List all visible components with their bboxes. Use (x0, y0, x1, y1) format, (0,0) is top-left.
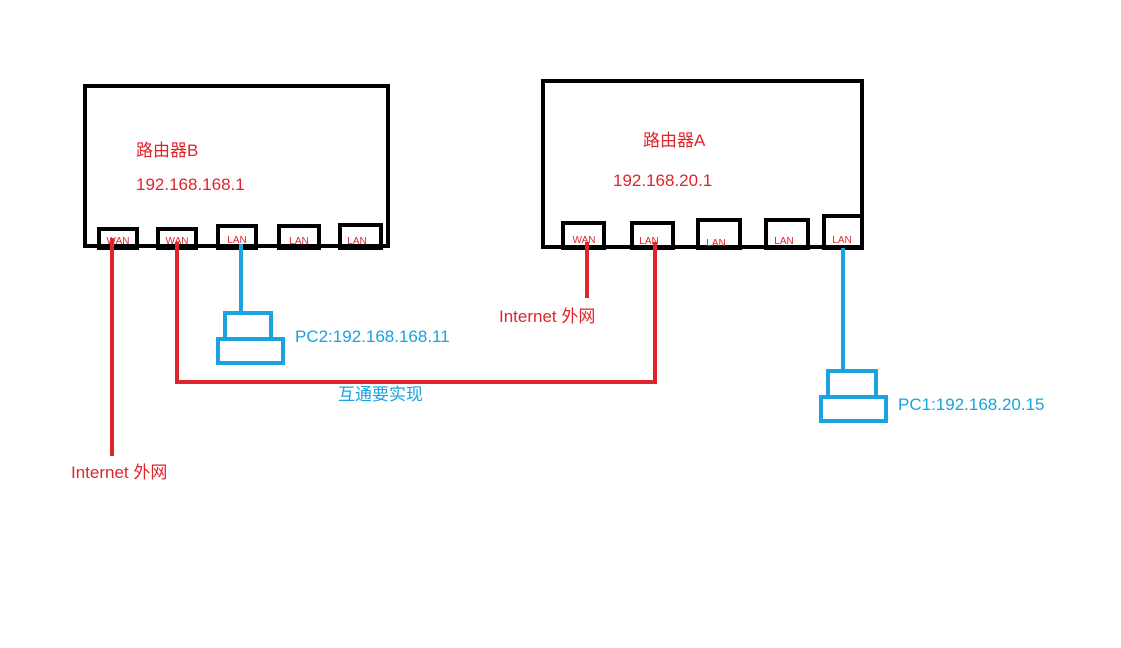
router-b-port-label-1: WAN (107, 236, 130, 247)
interconnect-wire (175, 242, 657, 384)
pc2-icon (216, 311, 285, 365)
router-b-ip: 192.168.168.1 (136, 175, 245, 194)
router-b-port-5 (338, 223, 383, 250)
router-a-ip: 192.168.20.1 (613, 171, 713, 190)
router-a-port-label-2: LAN (639, 236, 658, 247)
router-b-port-label-2: WAN (166, 236, 189, 247)
router-b-name: 路由器B (136, 141, 199, 160)
interconnect-label: 互通要实现 (338, 385, 423, 404)
router-b-box (83, 84, 390, 248)
router-a-internet-label: Internet 外网 (499, 307, 596, 326)
router-b-ports (97, 223, 383, 250)
router-a-port-label-5: LAN (832, 235, 851, 246)
router-a-port-2 (630, 221, 675, 250)
router-b-port-label-5: LAN (347, 236, 366, 247)
router-a-name: 路由器A (643, 131, 706, 150)
pc2-label: PC2:192.168.168.11 (295, 327, 450, 346)
pc1-label: PC1:192.168.20.15 (898, 395, 1045, 414)
router-b-port-label-3: LAN (227, 235, 246, 246)
router-a-port-label-3: LAN (706, 238, 725, 249)
pc1-icon (819, 369, 888, 423)
router-a-port-4 (764, 218, 810, 250)
router-b-internet-label: Internet 外网 (71, 463, 168, 482)
router-b-port-label-4: LAN (289, 236, 308, 247)
router-b-port-3 (216, 224, 258, 250)
router-a-port-label-4: LAN (774, 236, 793, 247)
router-b-port-4 (277, 224, 321, 250)
router-a-port-label-1: WAN (573, 235, 596, 246)
router-b-port-1 (97, 227, 139, 250)
router-a-port-3 (696, 218, 742, 250)
router-a-port-1 (561, 221, 606, 250)
